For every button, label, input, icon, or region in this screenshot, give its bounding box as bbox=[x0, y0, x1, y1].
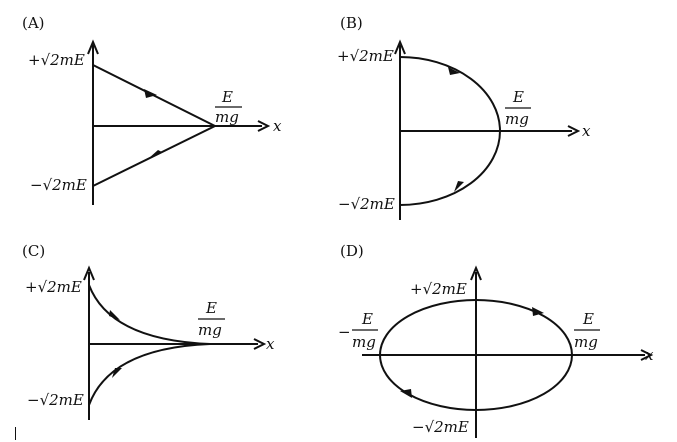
panel-c-curve-bottom bbox=[88, 343, 211, 406]
panel-b-plus-p-label: +√2mE bbox=[337, 47, 394, 65]
panel-c: (C) x +√2mE −√2mE E mg bbox=[22, 242, 275, 420]
panel-b: (B) x +√2mE −√2mE E mg bbox=[337, 14, 591, 220]
option-b-label: (B) bbox=[340, 14, 363, 32]
panel-d-left-minus-sign: − bbox=[338, 323, 351, 341]
panel-c-x-label: x bbox=[266, 335, 275, 353]
panel-a-curve-bottom bbox=[92, 125, 216, 187]
panel-a-minus-p-label: −√2mE bbox=[30, 176, 87, 194]
panel-a-p-axis-arrow bbox=[87, 39, 99, 55]
panel-a: (A) x +√2mE −√2mE E mg bbox=[22, 14, 282, 205]
panel-c-p-axis-arrow bbox=[83, 265, 95, 281]
panel-d-right-frac-num: E bbox=[582, 310, 594, 328]
panel-b-frac-num: E bbox=[512, 88, 524, 106]
panel-d-curve bbox=[379, 299, 573, 411]
panel-d-direction-arrow-bottom bbox=[400, 389, 412, 398]
panel-b-minus-p-label: −√2mE bbox=[338, 195, 395, 213]
panel-d-direction-arrow-top bbox=[532, 307, 544, 316]
panel-b-direction-arrow-top bbox=[448, 67, 460, 75]
panel-b-curve bbox=[399, 56, 501, 206]
panel-c-plus-p-label: +√2mE bbox=[25, 278, 82, 296]
panel-c-curve-top bbox=[88, 284, 211, 345]
panel-d-x-label: x bbox=[645, 346, 654, 364]
panel-d-p-axis-arrow bbox=[470, 265, 482, 281]
panel-a-x-axis-arrow bbox=[257, 120, 271, 132]
panel-d: (D) x +√2mE −√2mE E mg − E mg bbox=[338, 242, 654, 438]
panel-a-frac-den: mg bbox=[215, 108, 239, 126]
panel-c-frac-num: E bbox=[205, 299, 217, 317]
option-c-label: (C) bbox=[22, 242, 45, 260]
panel-d-left-frac-num: E bbox=[361, 310, 373, 328]
text-cursor bbox=[15, 427, 16, 440]
panel-b-frac-den: mg bbox=[505, 110, 529, 128]
panel-d-x-axis-arrow bbox=[640, 349, 654, 361]
panel-c-x-axis-arrow bbox=[253, 338, 267, 350]
panel-c-direction-arrow-bottom bbox=[112, 368, 122, 378]
panel-a-x-label: x bbox=[273, 117, 282, 135]
option-d-label: (D) bbox=[340, 242, 364, 260]
panel-a-plus-p-label: +√2mE bbox=[28, 51, 85, 69]
panel-d-minus-p-label: −√2mE bbox=[412, 418, 469, 436]
panel-c-minus-p-label: −√2mE bbox=[27, 391, 84, 409]
panel-d-plus-p-label: +√2mE bbox=[410, 280, 467, 298]
option-a-label: (A) bbox=[22, 14, 45, 32]
panel-a-direction-arrow-top bbox=[144, 89, 157, 98]
panel-d-left-frac-den: mg bbox=[352, 333, 376, 351]
panel-b-p-axis-arrow bbox=[394, 39, 406, 55]
panel-b-x-axis-arrow bbox=[567, 125, 581, 137]
panel-a-frac-num: E bbox=[221, 88, 233, 106]
panel-d-right-frac-den: mg bbox=[574, 333, 598, 351]
panel-a-direction-arrow-bottom bbox=[149, 150, 162, 158]
panel-b-x-label: x bbox=[582, 122, 591, 140]
panel-b-direction-arrow-bottom bbox=[454, 181, 464, 192]
panel-c-direction-arrow-top bbox=[109, 310, 120, 320]
panel-c-frac-den: mg bbox=[198, 321, 222, 339]
